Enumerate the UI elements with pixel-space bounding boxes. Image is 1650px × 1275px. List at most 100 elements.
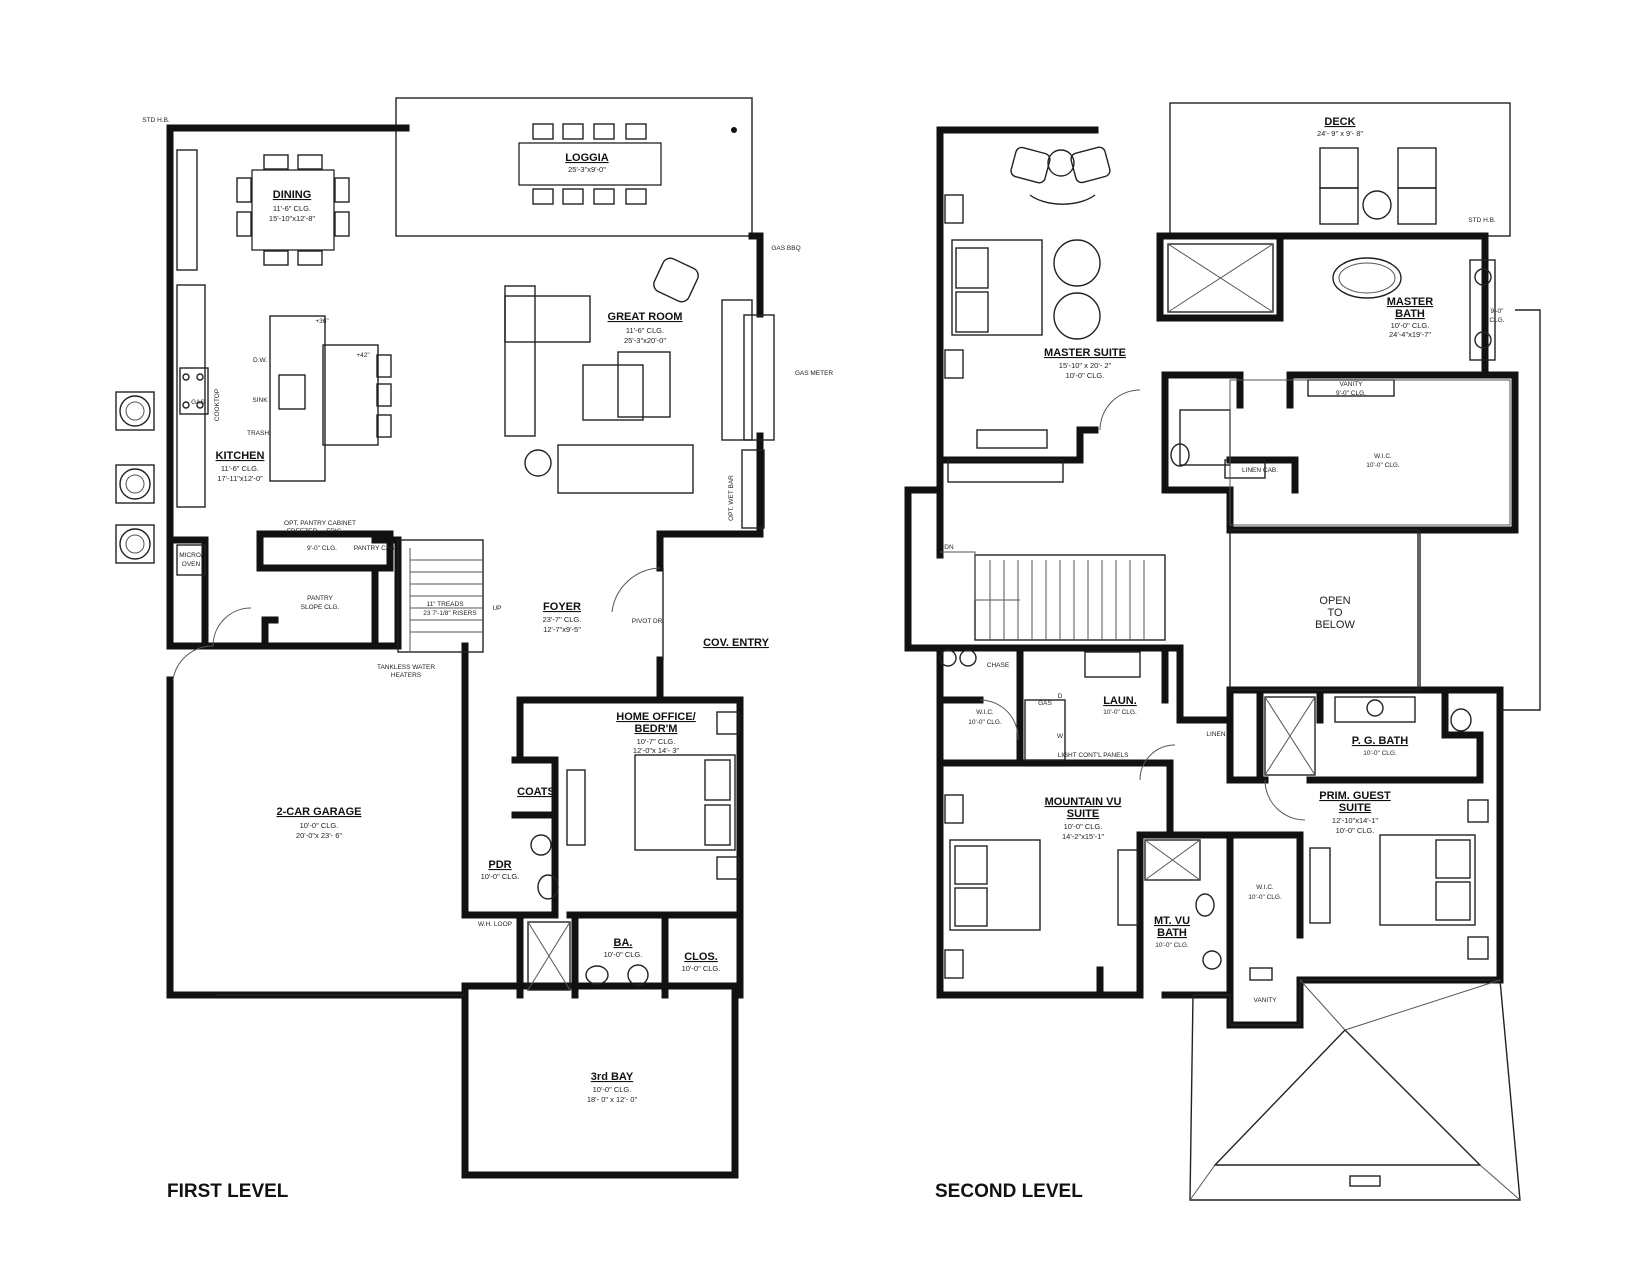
room-name-kitchen: KITCHEN [216,450,265,462]
room-name-vanity-top: VANITY [1340,381,1364,388]
svg-text:10'-0" CLG.: 10'-0" CLG. [1391,321,1430,330]
svg-text:20'-0"x 23'- 6": 20'-0"x 23'- 6" [296,831,342,840]
svg-text:SUITE: SUITE [1067,808,1099,820]
svg-text:PANTRY: PANTRY [307,595,333,602]
room-name-wic-left: W.I.C. [976,709,994,716]
svg-text:10'-0" CLG.: 10'-0" CLG. [593,1085,632,1094]
svg-text:25'-3"x9'-0": 25'-3"x9'-0" [568,165,606,174]
svg-text:12'-7"x9'-5": 12'-7"x9'-5" [543,625,581,634]
fireplace [721,299,753,441]
svg-text:9'-0": 9'-0" [1491,308,1505,315]
second-level-walls [904,102,1519,1029]
svg-text:10'-0" CLG.: 10'-0" CLG. [300,821,339,830]
svg-text:17'-11"x12'-0": 17'-11"x12'-0" [217,474,263,483]
room-name-coats: COATS [517,786,555,798]
svg-text:9'-0" CLG.: 9'-0" CLG. [307,545,337,552]
shower [527,921,571,991]
dresser [976,429,1048,449]
svg-text:SLOPE CLG.: SLOPE CLG. [301,604,340,611]
svg-text:9'-0" CLG.: 9'-0" CLG. [1336,390,1366,397]
room-name-linen: LINEN [1206,731,1225,738]
bathtub [1332,257,1402,299]
svg-text:23'-7" CLG.: 23'-7" CLG. [543,615,582,624]
first-level-title: FIRST LEVEL [167,1181,289,1202]
svg-text:HEATERS: HEATERS [391,672,422,679]
first-level-labels: DINING 11'-6" CLG. 15'-10"x12'-8" LOGGIA… [142,117,833,1104]
svg-text:10'-7" CLG.: 10'-7" CLG. [637,737,676,746]
first-level-walls [166,97,764,1179]
svg-text:10'-0" CLG.: 10'-0" CLG. [1066,371,1105,380]
room-name-wic-mid: W.I.C. [1256,884,1274,891]
svg-text:10'-0" CLG.: 10'-0" CLG. [1248,894,1282,901]
room-name-clos: CLOS. [684,951,718,963]
svg-text:10'-0" CLG.: 10'-0" CLG. [1336,826,1375,835]
svg-text:TO: TO [1327,607,1343,619]
sofa [557,444,694,494]
svg-text:24'-4"x19'-7": 24'-4"x19'-7" [1389,330,1431,339]
svg-text:COOKTOP: COOKTOP [214,389,221,421]
svg-text:SINK: SINK [252,397,268,404]
svg-text:11" TREADS: 11" TREADS [426,601,464,608]
room-name-dining: DINING [273,189,312,201]
svg-text:UP: UP [492,605,501,612]
svg-text:GAS BBQ: GAS BBQ [771,245,800,252]
svg-text:10'-0" CLG.: 10'-0" CLG. [968,719,1002,726]
svg-text:GAS: GAS [191,399,205,406]
svg-text:FRIG: FRIG [326,528,342,535]
svg-text:23 7'-1/8" RISERS: 23 7'-1/8" RISERS [423,610,477,617]
bed [951,239,1043,336]
cooktop-icon [179,367,209,415]
svg-text:FREEZER: FREEZER [287,528,318,535]
svg-text:12'-0"x 14'- 3": 12'-0"x 14'- 3" [633,746,679,755]
room-name-vanity-bottom: VANITY [1254,997,1278,1004]
second-level-labels: DECK 24'- 9" x 9'- 8" MASTER SUITE 15'-1… [944,116,1504,1004]
svg-text:BATH: BATH [1157,927,1187,939]
room-name-master-suite: MASTER SUITE [1044,347,1126,359]
svg-text:GAS: GAS [1038,700,1052,707]
svg-text:10'-0" CLG.: 10'-0" CLG. [1366,462,1400,469]
svg-text:PANTRY CAB.: PANTRY CAB. [354,545,397,552]
svg-text:24'- 9" x 9'- 8": 24'- 9" x 9'- 8" [1317,129,1363,138]
svg-text:D.W.: D.W. [253,357,267,364]
svg-text:LIGHT CONT'L PANELS: LIGHT CONT'L PANELS [1058,752,1129,759]
svg-text:12'-10"x14'-1": 12'-10"x14'-1" [1332,816,1378,825]
svg-text:10'-0" CLG.: 10'-0" CLG. [1064,822,1103,831]
svg-text:BELOW: BELOW [1315,619,1355,631]
stair [940,551,1166,641]
svg-text:GAS METER: GAS METER [795,370,834,377]
svg-text:D: D [1058,693,1063,700]
sofa [504,285,536,437]
svg-text:11'-6" CLG.: 11'-6" CLG. [626,326,664,335]
room-name-ba: BA. [614,937,633,949]
svg-text:10'-0" CLG.: 10'-0" CLG. [1103,709,1137,716]
room-name-cov-entry: COV. ENTRY [703,637,769,649]
bed [1379,834,1476,926]
svg-text:18'- 0" x 12'- 0": 18'- 0" x 12'- 0" [587,1095,638,1104]
kitchen-island [269,315,326,482]
room-name-laun: LAUN. [1103,695,1137,707]
room-name-mt-vu-bath: MT. VU [1154,915,1190,927]
open-to-below [1229,529,1419,691]
stair [397,539,484,653]
kitchen-sink [278,374,306,410]
room-name-deck: DECK [1324,116,1355,128]
room-name-linen-cab: LINEN CAB. [1242,467,1278,474]
svg-text:10'-0" CLG.: 10'-0" CLG. [604,950,643,959]
room-name-garage: 2-CAR GARAGE [277,806,362,818]
room-name-mountain-vu: MOUNTAIN VU [1045,796,1122,808]
room-name-home-office: HOME OFFICE/ [616,711,695,723]
first-level-fixtures [115,123,775,996]
shower [1167,243,1274,313]
coffee-table [582,364,644,421]
svg-text:W: W [1057,733,1064,740]
dining-table [251,169,335,251]
svg-text:STD H.B.: STD H.B. [142,117,170,124]
svg-text:DN: DN [944,544,954,551]
svg-text:10'-0" CLG.: 10'-0" CLG. [1155,942,1189,949]
room-name-chase: CHASE [987,662,1010,669]
svg-text:SUITE: SUITE [1339,802,1371,814]
svg-text:PIVOT DR.: PIVOT DR. [632,618,665,625]
svg-text:25'-3"x20'-0": 25'-3"x20'-0" [624,336,666,345]
svg-text:STD H.B.: STD H.B. [1468,217,1496,224]
